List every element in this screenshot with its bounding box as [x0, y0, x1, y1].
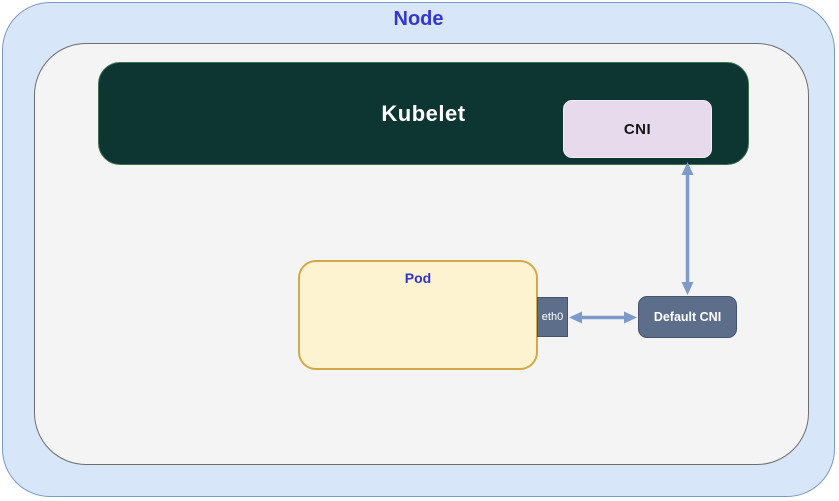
- default-cni-label: Default CNI: [653, 310, 722, 324]
- pod-label: Pod: [404, 270, 432, 286]
- pod-box: Pod: [298, 260, 538, 370]
- eth0-label: eth0: [541, 311, 564, 323]
- eth0-box: eth0: [537, 297, 568, 337]
- default-cni-box: Default CNI: [638, 296, 737, 338]
- node-label: Node: [393, 8, 444, 30]
- cni-box: CNI: [563, 100, 712, 158]
- kubelet-label: Kubelet: [381, 100, 466, 126]
- cni-label: CNI: [623, 120, 652, 138]
